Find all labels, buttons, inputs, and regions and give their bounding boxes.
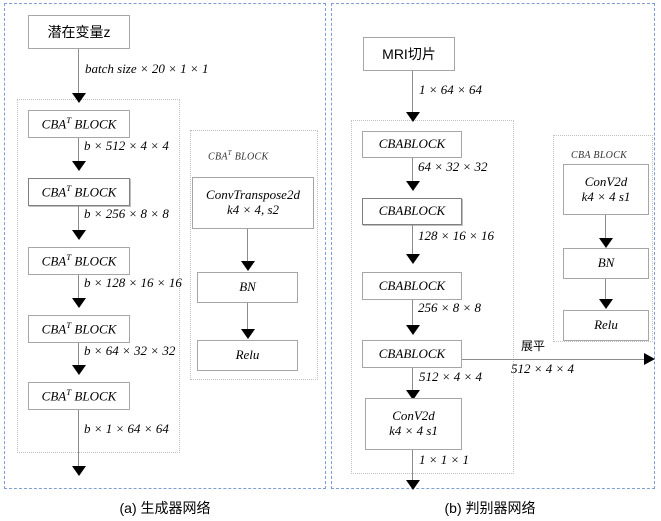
node-disc-cba-block-4[interactable]: CBABLOCK: [362, 340, 462, 368]
edge-label-disc-1: 64 × 32 × 32: [418, 159, 488, 174]
edge-latent-to-block1: [78, 49, 79, 93]
node-mri-slice[interactable]: MRI切片: [363, 37, 455, 71]
node-gen-legend-convtranspose2d[interactable]: ConvTranspose2d k4 × 4, s2: [192, 177, 314, 229]
edge-label-flatten-size: 512 × 4 × 4: [511, 361, 575, 376]
edge-gen-1: [78, 138, 79, 163]
node-disc-legend-bn[interactable]: BN: [563, 248, 649, 279]
node-disc-legend-relu[interactable]: Relu: [563, 310, 649, 341]
edge-disc-1: [412, 158, 413, 183]
sup-T: T: [227, 150, 232, 157]
edge-gen-legend-1: [247, 229, 248, 263]
sup-T: T: [66, 387, 72, 398]
arrowhead-right: [644, 353, 655, 365]
sup-T: T: [66, 252, 72, 263]
caption-discriminator: (b) 判别器网络: [444, 500, 536, 516]
panel-generator: [4, 3, 326, 489]
edge-label-disc-2: 128 × 16 × 16: [418, 228, 495, 243]
arrowhead-down: [72, 230, 86, 240]
edge-flatten: [462, 359, 646, 360]
edge-gen-2: [78, 206, 79, 232]
arrowhead-down: [406, 480, 420, 490]
arrowhead-down: [599, 238, 613, 248]
edge-label-gen-4: b × 64 × 32 × 32: [84, 343, 176, 358]
generator-legend-group: [190, 130, 318, 380]
edge-label-disc-4: 512 × 4 × 4: [419, 369, 483, 384]
edge-label-mri: 1 × 64 × 64: [419, 82, 483, 97]
node-gen-cbat-block-4[interactable]: CBAT BLOCK: [28, 315, 130, 343]
edge-disc-legend-2: [605, 279, 606, 301]
arrowhead-down: [406, 390, 420, 400]
edge-label-gen-1: b × 512 × 4 × 4: [84, 138, 169, 153]
edge-label-gen-2: b × 256 × 8 × 8: [84, 206, 169, 221]
node-gen-legend-relu[interactable]: Relu: [197, 340, 298, 371]
node-disc-conv2d[interactable]: ConV2d k4 × 4 s1: [365, 398, 462, 450]
node-gen-cbat-block-2[interactable]: CBAT BLOCK: [28, 178, 130, 206]
arrowhead-down: [406, 181, 420, 191]
edge-label-gen-3: b × 128 × 16 × 16: [84, 275, 182, 290]
edge-label-disc-3: 256 × 8 × 8: [418, 300, 482, 315]
node-disc-cba-block-3[interactable]: CBABLOCK: [362, 272, 462, 300]
edge-gen-legend-2: [247, 303, 248, 331]
generator-legend-title: CBAT BLOCK: [208, 150, 269, 163]
arrowhead-down: [406, 325, 420, 335]
edge-gen-4: [78, 343, 79, 367]
generator-stack-group: [17, 99, 180, 453]
caption-generator: (a) 生成器网络: [119, 500, 211, 516]
arrowhead-down: [241, 329, 255, 339]
arrowhead-down: [406, 254, 420, 264]
edge-disc-tail: [412, 450, 413, 482]
arrowhead-down: [72, 161, 86, 171]
node-latent-variable[interactable]: 潜在变量z: [28, 15, 130, 49]
arrowhead-down: [72, 365, 86, 375]
node-gen-cbat-block-3[interactable]: CBAT BLOCK: [28, 247, 130, 275]
discriminator-legend-title: CBA BLOCK: [571, 150, 628, 161]
edge-label-latent: batch size × 20 × 1 × 1: [85, 61, 209, 76]
edge-disc-4: [412, 368, 413, 392]
edge-disc-2: [412, 225, 413, 256]
arrowhead-down: [72, 93, 86, 103]
arrowhead-down: [72, 466, 86, 476]
node-gen-cbat-block-5[interactable]: CBAT BLOCK: [28, 382, 130, 410]
node-gen-cbat-block-1[interactable]: CBAT BLOCK: [28, 110, 130, 138]
arrowhead-down: [241, 261, 255, 271]
arrowhead-down: [599, 299, 613, 309]
edge-label-gen-5: b × 1 × 64 × 64: [84, 421, 169, 436]
arrowhead-down: [406, 112, 420, 122]
discriminator-legend-group: [553, 135, 653, 342]
panel-discriminator: [331, 3, 655, 489]
edge-label-disc-tail: 1 × 1 × 1: [419, 452, 470, 467]
edge-gen-3: [78, 275, 79, 300]
node-disc-legend-conv2d[interactable]: ConV2d k4 × 4 s1: [563, 164, 649, 215]
edge-gen-5: [78, 410, 79, 468]
node-gen-legend-bn[interactable]: BN: [197, 272, 298, 303]
sup-T: T: [66, 320, 72, 331]
edge-label-flatten: 展平: [521, 339, 546, 353]
edge-mri-to-block1: [412, 71, 413, 114]
sup-T: T: [66, 183, 72, 194]
edge-disc-3: [412, 300, 413, 327]
edge-disc-legend-1: [605, 215, 606, 240]
node-disc-cba-block-1[interactable]: CBABLOCK: [362, 131, 462, 158]
sup-T: T: [66, 115, 72, 126]
arrowhead-down: [72, 298, 86, 308]
discriminator-stack-group: [351, 120, 514, 474]
node-disc-cba-block-2[interactable]: CBABLOCK: [362, 198, 462, 225]
